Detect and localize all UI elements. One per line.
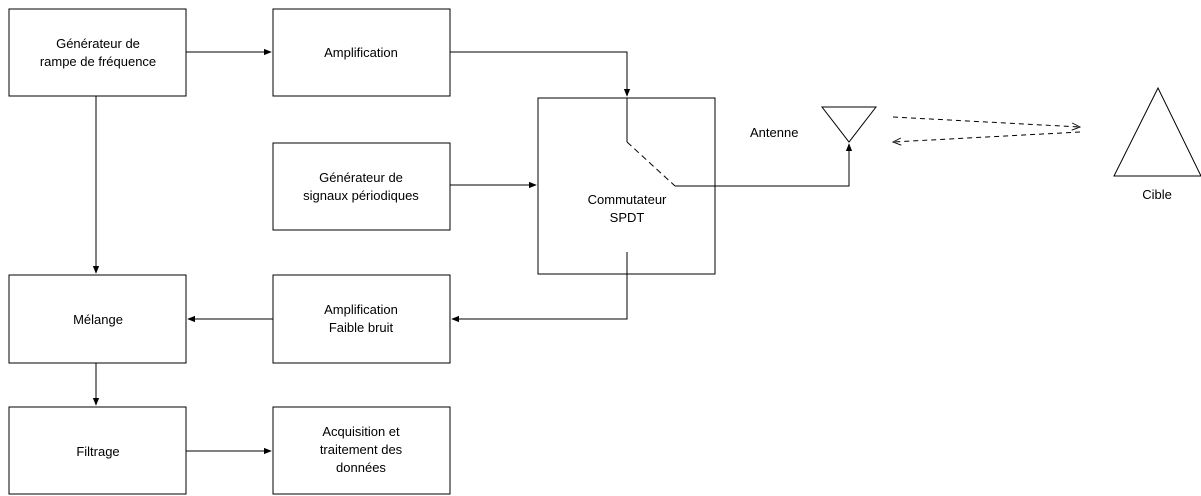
block-acquisition-line-2: traitement des	[320, 442, 403, 457]
block-commutateur-line-2: SPDT	[610, 210, 645, 225]
arrow-amplification-to-commutateur	[450, 51, 631, 97]
block-generateur-rampe-line-1: Générateur de	[56, 36, 140, 51]
block-generateur-rampe: Générateur de rampe de fréquence	[8, 8, 187, 97]
block-melange-label: Mélange	[73, 312, 123, 327]
block-amplification-label: Amplification	[324, 45, 398, 60]
block-filtrage-label: Filtrage	[76, 444, 119, 459]
block-acquisition-line-3: données	[336, 460, 386, 475]
arrow-commutateur-to-lna	[451, 274, 628, 323]
antenne-label: Antenne	[750, 125, 798, 140]
block-filtrage: Filtrage	[8, 406, 187, 495]
block-amplification-fb-line-2: Faible bruit	[329, 320, 394, 335]
block-acquisition: Acquisition et traitement des données	[272, 406, 451, 495]
target-icon	[1113, 86, 1201, 177]
block-generateur-signaux-line-2: signaux périodiques	[303, 188, 419, 203]
antenna-icon	[820, 106, 878, 143]
emitted-wave-arrow	[892, 116, 1080, 127]
cible-label: Cible	[1142, 187, 1172, 202]
block-amplification-faible-bruit: Amplification Faible bruit	[272, 274, 451, 364]
block-generateur-signaux: Générateur de signaux périodiques	[272, 142, 451, 231]
block-commutateur-line-1: Commutateur	[588, 192, 667, 207]
reflected-wave-arrow	[893, 131, 1081, 142]
switch-blade-dashed	[626, 141, 676, 187]
block-melange: Mélange	[8, 274, 187, 364]
arrow-commutateur-to-antenne	[675, 143, 853, 187]
block-generateur-signaux-line-1: Générateur de	[319, 170, 403, 185]
block-generateur-rampe-line-2: rampe de fréquence	[40, 54, 156, 69]
block-amplification: Amplification	[272, 8, 451, 97]
block-amplification-fb-line-1: Amplification	[324, 302, 398, 317]
block-acquisition-line-1: Acquisition et	[322, 424, 400, 439]
